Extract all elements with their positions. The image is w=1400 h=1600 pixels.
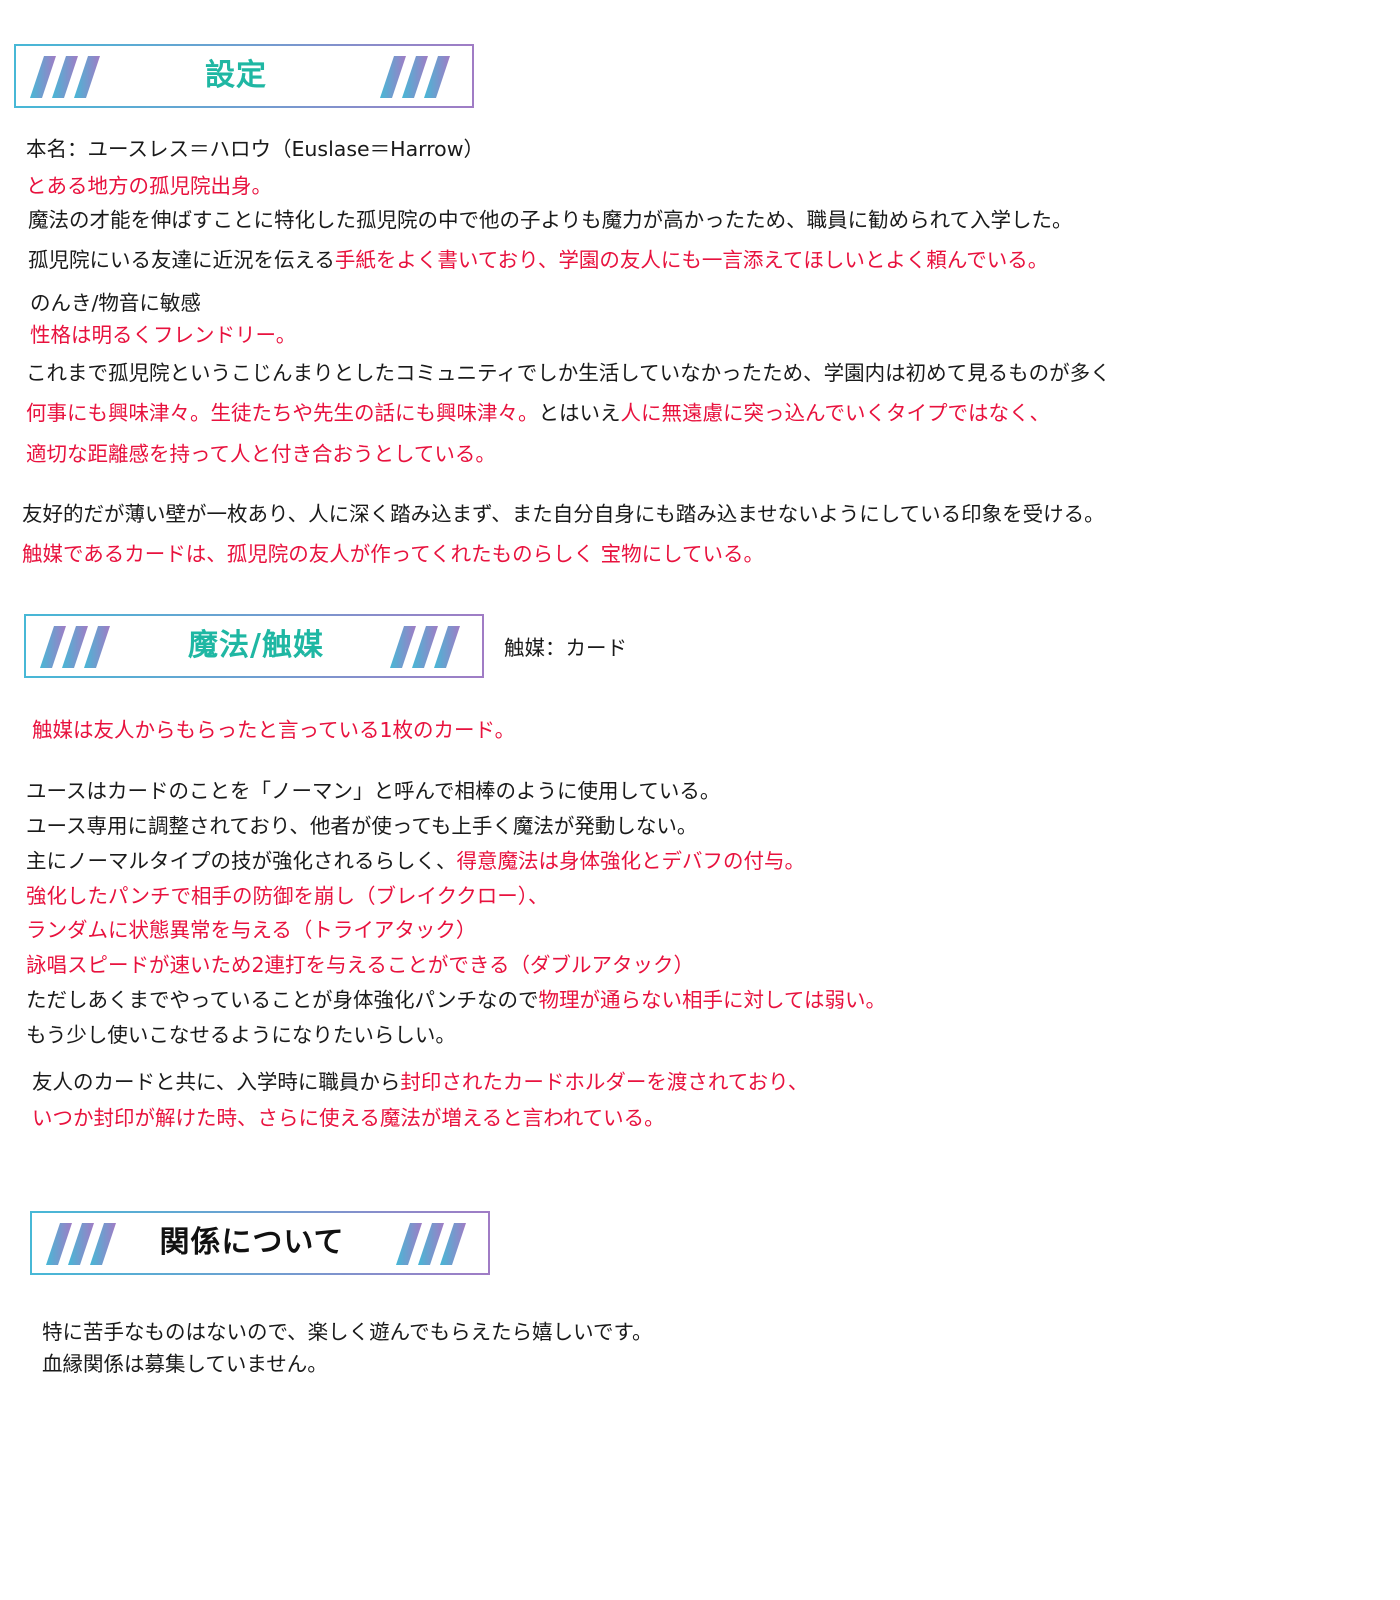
text-segment: いつか封印が解けた時、さらに使える魔法が増えると言われている。	[32, 1106, 665, 1130]
settings-line: 魔法の才能を伸ばすことに特化した孤児院の中で他の子よりも魔力が高かったため、職員…	[28, 206, 1072, 234]
magic-line: 強化したパンチで相手の防御を崩し（ブレイククロー）、	[26, 882, 549, 910]
settings-line: のんき/物音に敏感	[30, 289, 201, 317]
text-segment: ユース専用に調整されており、他者が使っても上手く魔法が発動しない。	[26, 814, 698, 838]
settings-header-banner: 設定	[14, 44, 474, 108]
text-segment: 触媒であるカードは、孤児院の友人が作ってくれたものらしく 宝物にしている。	[22, 542, 765, 566]
magic-line: 触媒は友人からもらったと言っている1枚のカード。	[32, 716, 515, 744]
magic-line: ランダムに状態異常を与える（トライアタック）	[26, 916, 476, 944]
settings-line: 孤児院にいる友達に近況を伝える手紙をよく書いており、学園の友人にも一言添えてほし…	[28, 246, 1048, 274]
relations-line: 血縁関係は募集していません。	[42, 1350, 328, 1378]
magic-line: 詠唱スピードが速いため2連打を与えることができる（ダブルアタック）	[26, 951, 694, 979]
text-segment: ユースはカードのことを「ノーマン」と呼んで相棒のように使用している。	[26, 779, 721, 803]
slash-stripes-icon	[30, 56, 100, 98]
text-segment: 得意魔法は身体強化とデバフの付与。	[456, 849, 806, 873]
text-segment: 強化したパンチで相手の防御を崩し（ブレイククロー）、	[26, 884, 549, 908]
text-segment: 孤児院にいる友達に近況を伝える	[28, 248, 335, 272]
settings-line: 何事にも興味津々。生徒たちや先生の話にも興味津々。とはいえ人に無遠慮に突っ込んで…	[26, 399, 1050, 427]
text-segment: 本名：ユースレス＝ハロウ（Euslase＝Harrow）	[26, 137, 484, 161]
relations-line: 特に苦手なものはないので、楽しく遊んでもらえたら嬉しいです。	[42, 1318, 653, 1346]
text-segment: 友人のカードと共に、入学時に職員から	[32, 1070, 401, 1094]
magic-line: 友人のカードと共に、入学時に職員から封印されたカードホルダーを渡されており、	[32, 1068, 808, 1096]
text-segment: 友好的だが薄い壁が一枚あり、人に深く踏み込まず、また自分自身にも踏み込ませないよ…	[22, 502, 1105, 526]
text-segment: 触媒は友人からもらったと言っている1枚のカード。	[32, 718, 516, 742]
magic-title: 魔法/触媒	[188, 628, 324, 663]
text-segment: 特に苦手なものはないので、楽しく遊んでもらえたら嬉しいです。	[42, 1320, 653, 1344]
text-segment: 物理が通らない相手に対しては弱い。	[538, 988, 886, 1012]
magic-header-banner: 魔法/触媒	[24, 614, 484, 678]
text-segment: これまで孤児院というこじんまりとしたコミュニティでしか生活していなかったため、学…	[26, 361, 1111, 385]
slash-stripes-icon	[46, 1223, 116, 1265]
text-segment: ランダムに状態異常を与える（トライアタック）	[26, 918, 477, 942]
magic-line: ユースはカードのことを「ノーマン」と呼んで相棒のように使用している。	[26, 777, 720, 805]
text-segment: 封印されたカードホルダーを渡されており、	[400, 1070, 809, 1094]
text-segment: とはいえ	[538, 401, 621, 425]
settings-title: 設定	[205, 58, 267, 93]
settings-line: これまで孤児院というこじんまりとしたコミュニティでしか生活していなかったため、学…	[26, 359, 1111, 387]
text-segment: 人に無遠慮に突っ込んでいくタイプではなく、	[620, 401, 1050, 425]
settings-line: 本名：ユースレス＝ハロウ（Euslase＝Harrow）	[26, 135, 484, 163]
magic-line: いつか封印が解けた時、さらに使える魔法が増えると言われている。	[32, 1104, 665, 1132]
slash-stripes-icon	[396, 1223, 466, 1265]
settings-line: 適切な距離感を持って人と付き合おうとしている。	[26, 440, 496, 468]
text-segment: 適切な距離感を持って人と付き合おうとしている。	[26, 442, 496, 466]
text-segment: 手紙をよく書いており、学園の友人にも一言添えてほしいとよく頼んでいる。	[334, 248, 1049, 272]
magic-line: もう少し使いこなせるようになりたいらしい。	[26, 1021, 456, 1049]
text-segment: 詠唱スピードが速いため2連打を与えることができる（ダブルアタック）	[26, 953, 695, 977]
settings-line: 触媒であるカードは、孤児院の友人が作ってくれたものらしく 宝物にしている。	[22, 540, 764, 568]
slash-stripes-icon	[40, 626, 110, 668]
text-segment: 何事にも興味津々。生徒たちや先生の話にも興味津々。	[26, 401, 539, 425]
text-segment: とある地方の孤児院出身。	[26, 174, 272, 198]
catalyst-label: 触媒：カード	[504, 636, 627, 660]
magic-line: ただしあくまでやっていることが身体強化パンチなので物理が通らない相手に対しては弱…	[26, 986, 886, 1014]
text-segment: ただしあくまでやっていることが身体強化パンチなので	[26, 988, 539, 1012]
text-segment: もう少し使いこなせるようになりたいらしい。	[26, 1023, 456, 1047]
relations-header-banner: 関係について	[30, 1211, 490, 1275]
text-segment: のんき/物音に敏感	[30, 291, 201, 315]
settings-line: とある地方の孤児院出身。	[26, 172, 272, 200]
slash-stripes-icon	[380, 56, 450, 98]
text-segment: 性格は明るくフレンドリー。	[30, 323, 297, 347]
relations-title: 関係について	[159, 1225, 345, 1260]
text-segment: 魔法の才能を伸ばすことに特化した孤児院の中で他の子よりも魔力が高かったため、職員…	[28, 208, 1073, 232]
text-segment: 主にノーマルタイプの技が強化されるらしく、	[26, 849, 457, 873]
magic-line: ユース専用に調整されており、他者が使っても上手く魔法が発動しない。	[26, 812, 697, 840]
magic-line: 主にノーマルタイプの技が強化されるらしく、得意魔法は身体強化とデバフの付与。	[26, 847, 805, 875]
slash-stripes-icon	[390, 626, 460, 668]
settings-line: 友好的だが薄い壁が一枚あり、人に深く踏み込まず、また自分自身にも踏み込ませないよ…	[22, 500, 1105, 528]
text-segment: 血縁関係は募集していません。	[42, 1352, 328, 1376]
settings-line: 性格は明るくフレンドリー。	[30, 321, 296, 349]
